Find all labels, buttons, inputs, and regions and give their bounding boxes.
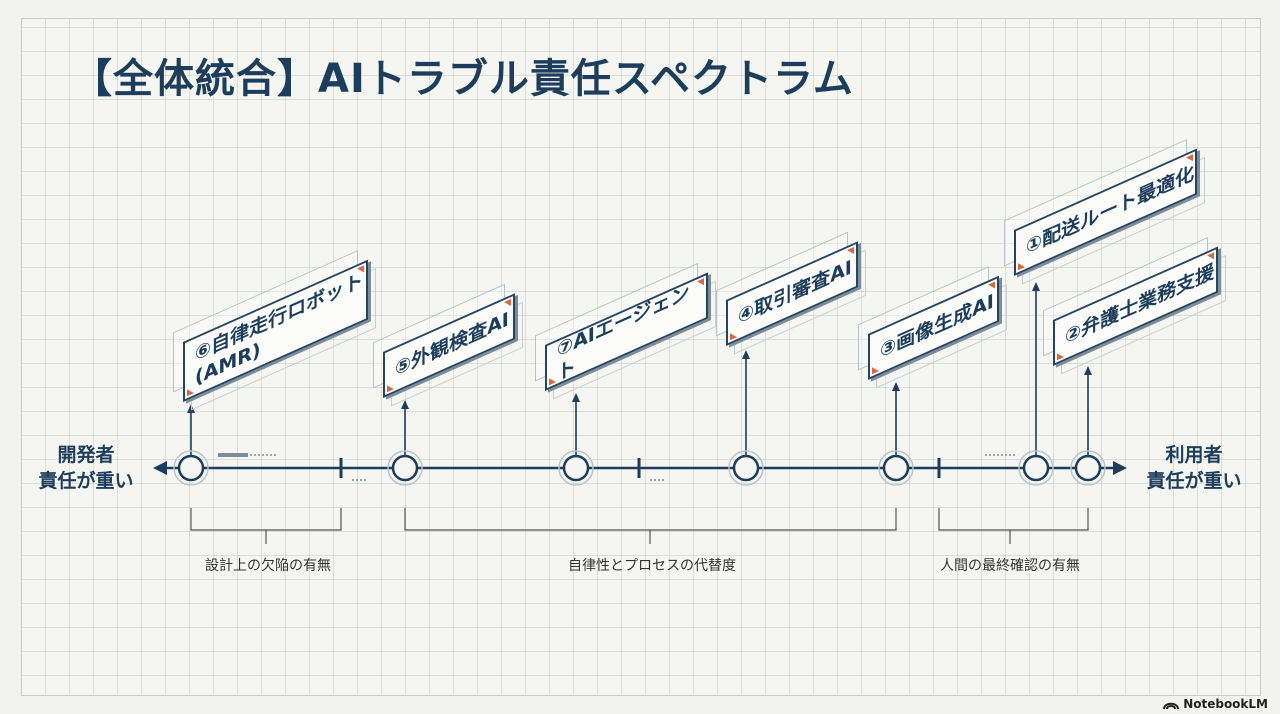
- connector-arrow-icon: [187, 404, 195, 413]
- spectrum-node: [882, 454, 910, 482]
- node-halo: [728, 450, 764, 486]
- axis-right-arrow-icon: [1113, 461, 1127, 475]
- connector-arrow-icon: [742, 350, 750, 359]
- bracket-design: [190, 508, 342, 544]
- connector-arrow-icon: [892, 382, 900, 391]
- logo-text: NotebookLM: [1183, 697, 1268, 711]
- node-halo: [1070, 450, 1106, 486]
- node-halo: [1018, 450, 1054, 486]
- spectrum-node: [391, 454, 419, 482]
- node-halo: [173, 450, 209, 486]
- axis-left-arrow-icon: [153, 461, 167, 475]
- group-label-autonomy: 自律性とプロセスの代替度: [568, 558, 736, 574]
- group-label-design: 設計上の欠陥の有無: [205, 558, 331, 574]
- spectrum-node: [1074, 454, 1102, 482]
- connector-arrow-icon: [1084, 366, 1092, 375]
- connector-arrow-icon: [572, 393, 580, 402]
- axis-left-label-text: 開発者 責任が重い: [38, 444, 134, 492]
- spectrum-node: [177, 454, 205, 482]
- notebooklm-logo-icon: [1163, 702, 1180, 709]
- node-halo: [878, 450, 914, 486]
- connector-arrow-icon: [1032, 282, 1040, 291]
- bracket-autonomy: [404, 508, 897, 544]
- spectrum-node: [562, 454, 590, 482]
- bracket-human-check: [938, 508, 1089, 544]
- axis-left-label: 開発者 責任が重い: [30, 442, 142, 494]
- spectrum-node: [1022, 454, 1050, 482]
- axis-accent: [218, 453, 248, 457]
- page-title: 【全体統合】AIトラブル責任スペクトラム: [72, 56, 854, 102]
- notebooklm-logo: NotebookLM: [1163, 697, 1268, 711]
- connector-arrow-icon: [401, 400, 409, 409]
- axis-right-label: 利用者 責任が重い: [1133, 442, 1255, 494]
- spectrum-node: [732, 454, 760, 482]
- axis-right-label-text: 利用者 責任が重い: [1146, 444, 1242, 492]
- node-halo: [387, 450, 423, 486]
- node-halo: [558, 450, 594, 486]
- group-label-human-check: 人間の最終確認の有無: [940, 558, 1080, 574]
